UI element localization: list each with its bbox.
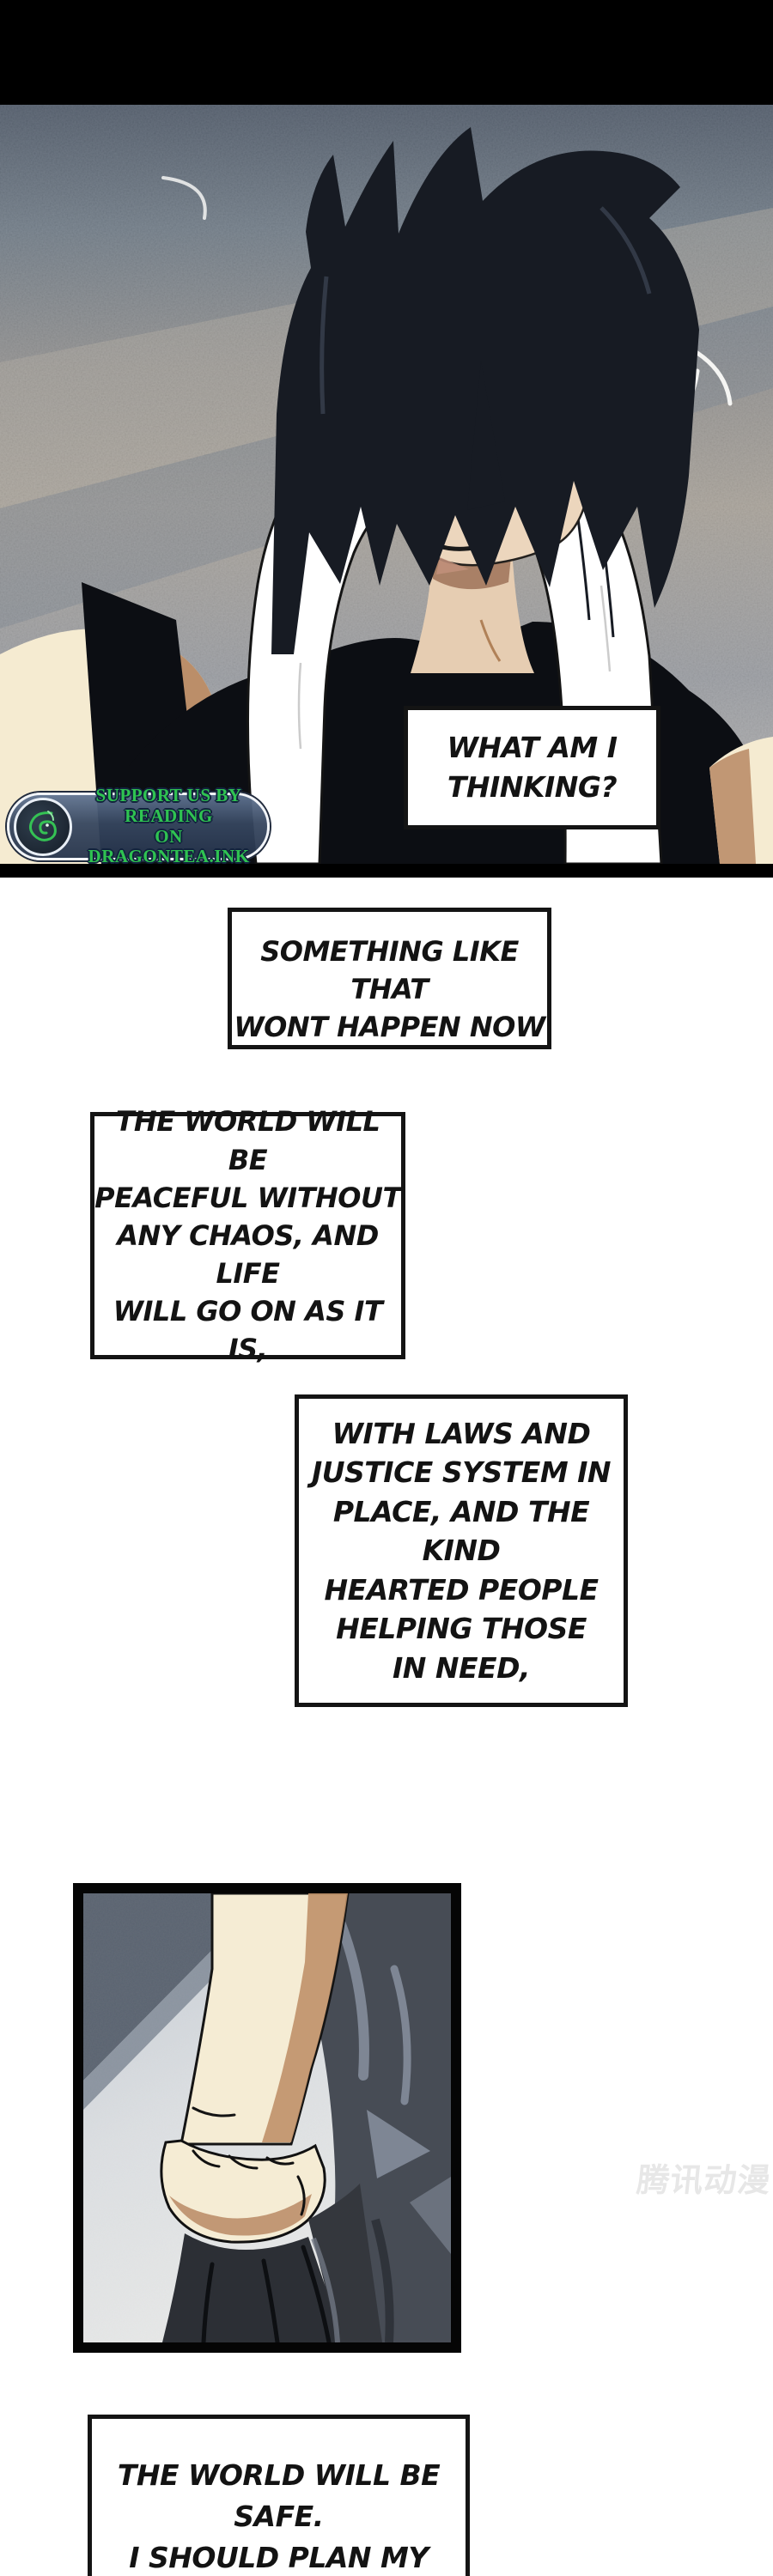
fist: [160, 2139, 326, 2244]
speech-bubble-thinking: WHAT AM I THINKING?: [404, 706, 660, 829]
fist-art: [83, 1893, 451, 2342]
green-dragon-icon: [14, 797, 72, 856]
panel-bottom-edge: [0, 864, 773, 878]
dragontea-watermark-text: SUPPORT US BY READING ON DRAGONTEA.INK: [88, 785, 250, 867]
forearm: [180, 1893, 350, 2146]
speech-text: THE WORLD WILL BE SAFE. I SHOULD PLAN MY…: [117, 2458, 441, 2574]
speech-text: SOMETHING LIKE THAT WONT HAPPEN NOW: [234, 935, 545, 1044]
dragontea-watermark-badge[interactable]: SUPPORT US BY READING ON DRAGONTEA.INK: [7, 786, 270, 866]
speech-text: THE WORLD WILL BE PEACEFUL WITHOUT ANY C…: [94, 1105, 401, 1366]
gripped-fabric: [162, 2184, 382, 2342]
speech-bubble-wont-happen: SOMETHING LIKE THAT WONT HAPPEN NOW: [228, 908, 551, 1049]
tencent-watermark: 腾讯动漫: [635, 2161, 773, 2199]
speech-bubble-laws: WITH LAWS AND JUSTICE SYSTEM IN PLACE, A…: [295, 1394, 628, 1707]
panel-fist: [73, 1883, 461, 2353]
speech-bubble-safe: THE WORLD WILL BE SAFE. I SHOULD PLAN MY…: [88, 2415, 470, 2576]
chin-shadow: [436, 557, 469, 574]
speech-text: WHAT AM I THINKING?: [447, 731, 618, 804]
character-right-arm: [709, 737, 773, 864]
speech-bubble-peaceful: THE WORLD WILL BE PEACEFUL WITHOUT ANY C…: [90, 1105, 405, 1365]
speech-text: WITH LAWS AND JUSTICE SYSTEM IN PLACE, A…: [311, 1416, 612, 1685]
character-hair: [271, 127, 699, 654]
top-letterbox: [0, 0, 773, 105]
